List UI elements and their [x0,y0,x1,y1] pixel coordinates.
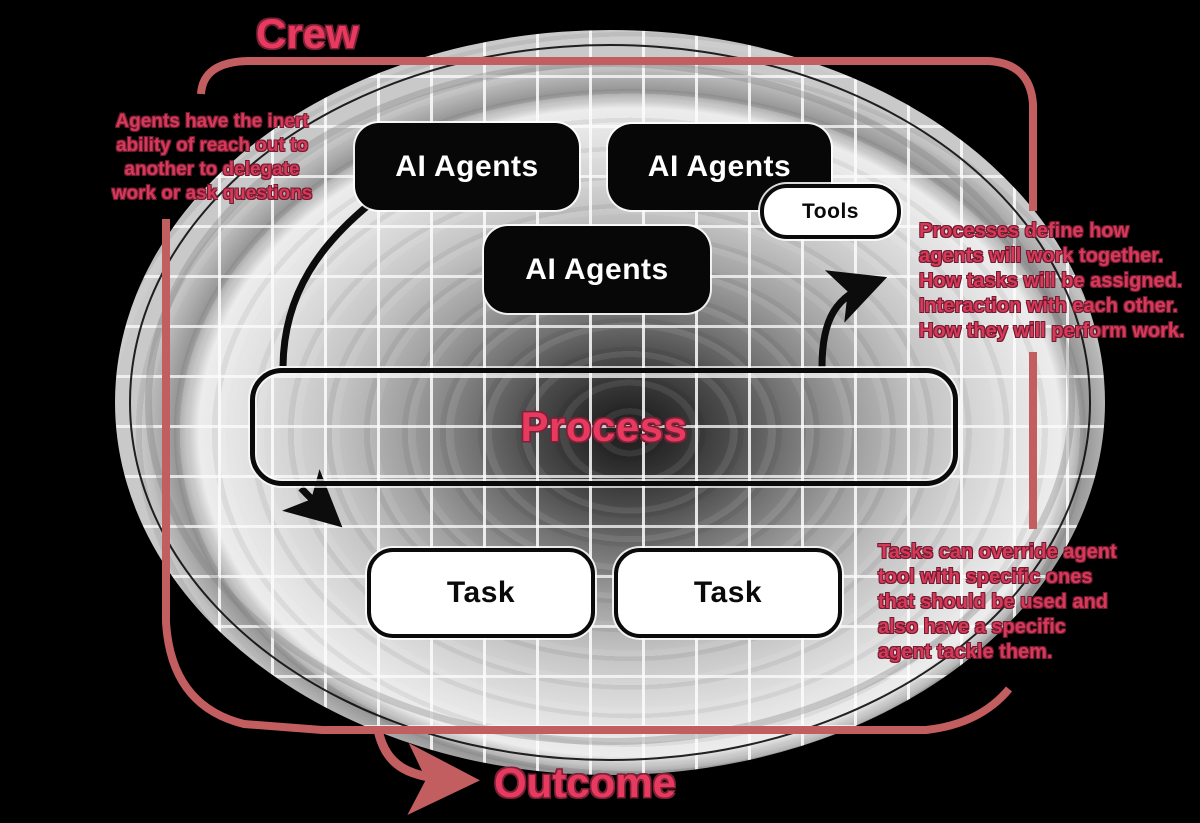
outcome-arrow [373,728,480,815]
ai-agents-label: AI Agents [647,150,792,183]
task-box-left: Task [367,548,595,638]
process-box: Process [250,368,958,486]
ai-agents-label: AI Agents [525,252,669,286]
task-label: Task [693,576,763,609]
crew-bracket-left-bottom [162,219,1013,734]
ai-agents-box-top-left: AI Agents [355,123,579,210]
outcome-title: Outcome [494,759,677,806]
ai-agents-label: AI Agents [395,149,539,183]
crew-bracket-top [197,57,1037,211]
annotation-tasks: Tasks can override agent tool with speci… [878,541,1117,663]
agent-to-process-arrow [279,200,374,367]
annotation-processes: Processes define how agents will work to… [919,220,1185,342]
annotation-delegation: Agents have the inert ability of reach o… [111,111,313,204]
tools-box: Tools [760,184,901,239]
task-box-right: Task [614,548,842,638]
process-to-note-arrow [818,270,888,368]
process-to-task-arrow [282,469,343,528]
process-label: Process [520,403,688,450]
crew-title: Crew [256,10,359,57]
ai-agents-box-middle: AI Agents [484,226,710,313]
tools-label: Tools [802,199,859,223]
task-label: Task [446,576,516,609]
